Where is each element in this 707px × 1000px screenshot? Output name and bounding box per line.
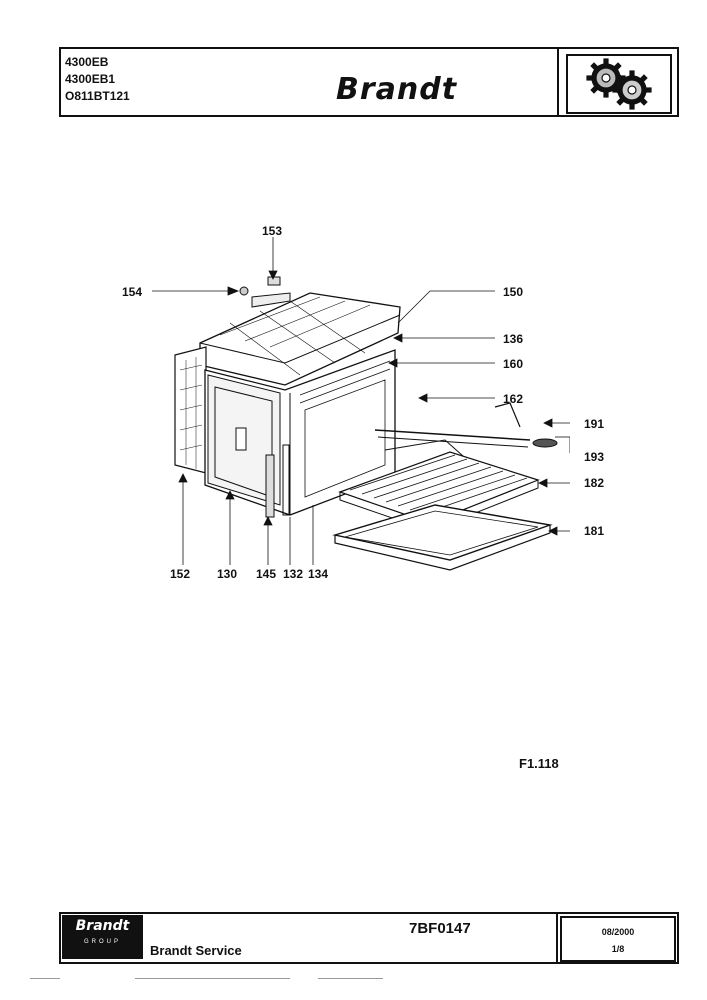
callout-130: 130 bbox=[217, 567, 238, 581]
footer-logo bbox=[62, 915, 143, 959]
callout-134: 134 bbox=[308, 567, 329, 581]
footer-logo-subtitle: GROUP bbox=[83, 939, 121, 945]
gears-icon bbox=[566, 54, 672, 114]
header-frame bbox=[59, 47, 679, 117]
callout-193: 193 bbox=[584, 450, 605, 464]
figure-reference: F1.118 bbox=[519, 756, 559, 771]
bottom-rule bbox=[30, 978, 60, 979]
date-inner-frame bbox=[560, 916, 676, 962]
model-number: 4300EB bbox=[65, 55, 109, 69]
document-date: 08/2000 bbox=[601, 927, 635, 937]
gear-frame bbox=[557, 49, 677, 115]
bottom-rule bbox=[135, 978, 290, 979]
service-label: Brandt Service bbox=[150, 943, 242, 958]
callout-162: 162 bbox=[503, 392, 524, 406]
callout-153: 153 bbox=[262, 224, 283, 238]
oven-exploded-diagram bbox=[152, 237, 570, 571]
date-frame bbox=[556, 912, 679, 964]
footer-logo-text: Brandt bbox=[75, 918, 130, 934]
callout-191: 191 bbox=[584, 417, 605, 431]
callout-136: 136 bbox=[503, 332, 524, 346]
model-list: 4300EB 4300EB1 O811BT121 bbox=[65, 54, 130, 105]
callout-181: 181 bbox=[584, 524, 605, 538]
callout-132: 132 bbox=[283, 567, 304, 581]
callout-160: 160 bbox=[503, 357, 524, 371]
brand-logo: Brandt bbox=[336, 72, 458, 107]
callout-145: 145 bbox=[256, 567, 277, 581]
callout-182: 182 bbox=[584, 476, 605, 490]
page-number: 1/8 bbox=[611, 944, 625, 954]
footer-frame bbox=[59, 912, 679, 964]
document-reference: 7BF0147 bbox=[409, 920, 471, 937]
bottom-rule bbox=[318, 978, 383, 979]
callout-152: 152 bbox=[170, 567, 191, 581]
callout-154: 154 bbox=[122, 285, 143, 299]
model-number: 4300EB1 bbox=[65, 72, 116, 86]
model-number: O811BT121 bbox=[65, 89, 130, 103]
callout-150: 150 bbox=[503, 285, 524, 299]
